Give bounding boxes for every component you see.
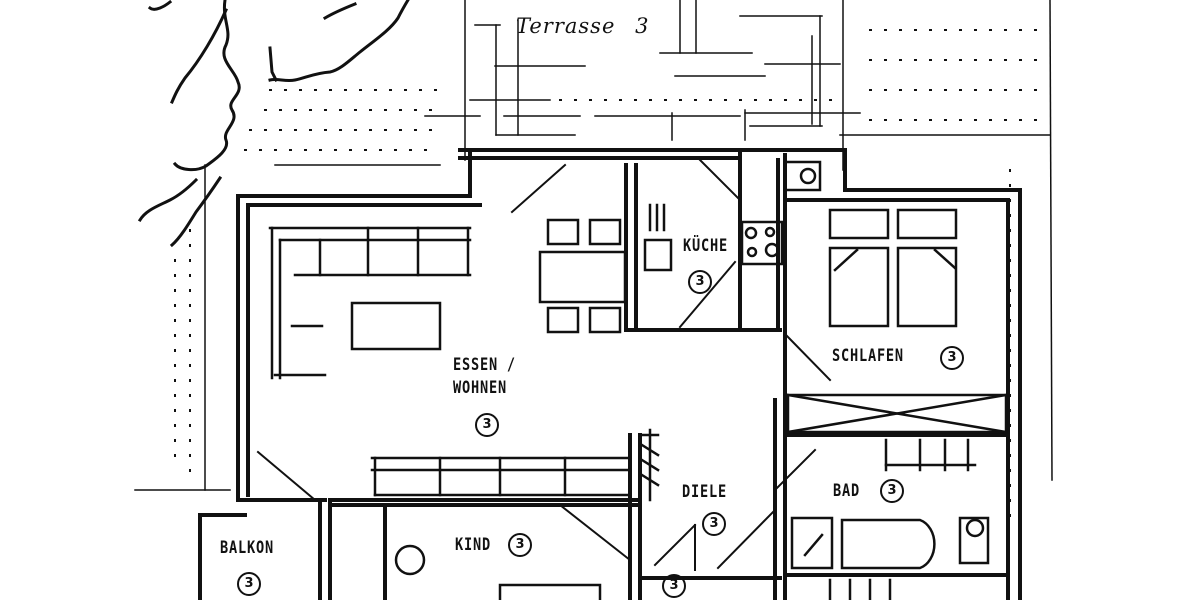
- terrace-label: Terrasse 3: [516, 14, 649, 38]
- room-label-bad: BAD: [833, 481, 860, 501]
- room-label-schlafen: SCHLAFEN: [832, 346, 904, 366]
- room-number-stair: 3: [662, 574, 686, 598]
- tree-outline-icon: [137, 0, 410, 248]
- room-label-essen-line2: WOHNEN: [453, 378, 507, 398]
- room-label-diele: DIELE: [682, 482, 727, 502]
- terrace-number: 3: [635, 14, 650, 38]
- room-label-balkon: BALKON: [220, 538, 274, 558]
- room-number-schlafen: 3: [940, 346, 964, 370]
- room-number-bad: 3: [880, 479, 904, 503]
- room-label-essen-line1: ESSEN /: [453, 355, 516, 375]
- terrace-label-text: Terrasse: [516, 14, 616, 38]
- room-number-kind: 3: [508, 533, 532, 557]
- room-number-diele: 3: [702, 512, 726, 536]
- room-number-essen: 3: [475, 413, 499, 437]
- room-label-kind: KIND: [455, 535, 491, 555]
- room-label-kueche: KÜCHE: [683, 236, 728, 256]
- room-number-kueche: 3: [688, 270, 712, 294]
- room-number-balkon: 3: [237, 572, 261, 596]
